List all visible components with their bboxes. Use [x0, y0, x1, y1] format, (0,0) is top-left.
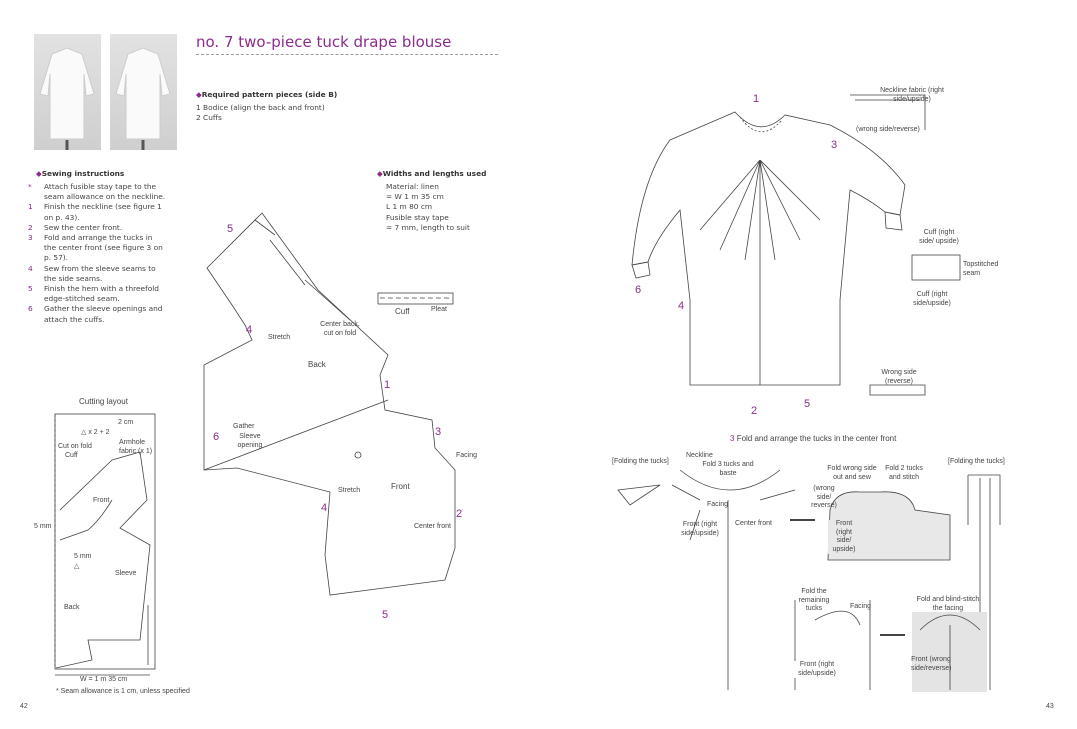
pattern-label: Gather — [233, 423, 255, 430]
cuff-pattern — [377, 292, 454, 305]
required-heading: Required pattern pieces (side B) — [196, 90, 338, 99]
pattern-label: Stretch — [338, 487, 361, 494]
sewing-instructions: Sewing instructions *Attach fusible stay… — [28, 169, 166, 325]
widths-line: = 7 mm, length to suit — [386, 222, 470, 232]
cutting-layout-heading: Cutting layout — [79, 397, 128, 406]
photo-blouse-back — [110, 34, 177, 150]
step3-label: Fold the remaining tucks — [798, 588, 830, 612]
step3-label: Facing — [707, 501, 729, 508]
photo-blouse-front — [34, 34, 101, 150]
cutting-label: Armhole fabric (x 1) — [119, 439, 153, 455]
cutting-label: Sleeve — [115, 570, 137, 577]
page-number-left: 42 — [20, 703, 28, 710]
step3-heading: 3 Fold and arrange the tucks in the cent… — [730, 434, 897, 443]
title-divider — [196, 54, 498, 55]
cutting-label: Back — [64, 604, 80, 611]
step3-label: Center front — [735, 520, 772, 527]
widths-line: Material: linen — [386, 182, 439, 191]
cutting-label: Cut on fold — [58, 443, 92, 450]
step3-label: Fold 3 tucks and baste — [702, 461, 754, 477]
pattern-step-number: 3 — [435, 426, 442, 438]
widths-lengths: Widths and lengths used Material: linen … — [377, 169, 487, 233]
figure-step-number: 2 — [751, 405, 758, 417]
required-item: 1 Bodice (align the back and front) — [196, 103, 325, 112]
step3-label: Neckline — [686, 452, 713, 459]
sewing-heading: Sewing instructions — [36, 169, 166, 178]
sewing-step: *Attach fusible stay tape to the seam al… — [28, 182, 166, 202]
bodice-pattern-outline — [203, 212, 456, 596]
pattern-label: Center front — [414, 523, 451, 530]
cutting-label: 5 mm — [34, 523, 52, 530]
step3-label: Facing — [850, 603, 872, 610]
cutting-label: Cuff — [65, 452, 78, 459]
pattern-label: Facing — [456, 452, 478, 459]
figure-label: Topstitched seam — [963, 261, 999, 277]
required-item: 2 Cuffs — [196, 113, 222, 123]
pattern-label: Cuff — [395, 307, 410, 316]
pattern-label: Front — [391, 482, 410, 491]
pattern-label: Sleeve opening — [237, 433, 263, 449]
page-title: no. 7 two-piece tuck drape blouse — [196, 33, 452, 51]
pattern-step-number: 1 — [384, 379, 391, 391]
figure-label: Cuff (right side/upside) — [913, 291, 951, 307]
widths-line: = W 1 m 35 cm — [386, 192, 444, 202]
step3-label: Fold 2 tucks and stitch — [885, 465, 923, 481]
pattern-label: Center back, cut on fold — [320, 321, 360, 337]
blouse-illustration — [631, 111, 906, 386]
step3-label: [Folding the tucks] — [612, 458, 669, 465]
cutting-label: 5 mm — [74, 553, 92, 560]
step3-label: (wrong side/ reverse) — [811, 485, 837, 509]
figure-step-number: 5 — [804, 398, 811, 410]
figure-label: (wrong side/reverse) — [856, 126, 920, 133]
pattern-label: Pleat — [431, 306, 447, 313]
step3-label: Front (wrong side/reverse) — [911, 656, 952, 672]
widths-line: L 1 m 80 cm — [386, 202, 433, 212]
step3-label: [Folding the tucks] — [948, 458, 1005, 465]
figure-label: Neckline fabric (right side/upside) — [880, 87, 944, 103]
pattern-step-number: 6 — [213, 431, 220, 443]
cutting-label: △ — [74, 563, 80, 570]
cutting-label: △ x 2 + 2 — [81, 429, 110, 436]
pattern-step-number: 4 — [246, 324, 253, 336]
pattern-label: Back — [308, 360, 326, 369]
page-number-right: 43 — [1046, 703, 1054, 710]
widths-heading: Widths and lengths used — [377, 169, 487, 178]
pattern-step-number: 5 — [382, 609, 389, 621]
pattern-step-number: 5 — [227, 223, 234, 235]
pattern-step-number: 2 — [456, 508, 463, 520]
figure-step-number: 3 — [831, 139, 838, 151]
figure-label: Wrong side (reverse) — [881, 369, 917, 385]
figure-label: Cuff (right side/ upside) — [919, 229, 959, 245]
pattern-label: Stretch — [268, 334, 291, 341]
step3-label: Front (right side/upside) — [788, 661, 846, 678]
step3-label: Front (right side/upside) — [681, 521, 719, 537]
seam-allowance-note: * Seam allowance is 1 cm, unless specifi… — [56, 688, 190, 695]
widths-line: Fusible stay tape — [386, 212, 449, 222]
figure-step-number: 6 — [635, 284, 642, 296]
figure-step-number: 1 — [753, 93, 760, 105]
step3-label: Front (right side/ upside) — [828, 520, 860, 554]
cutting-width: W = 1 m 35 cm — [78, 676, 130, 685]
step3-label: Fold and blind-stitch the facing — [916, 596, 980, 612]
cutting-label: Front — [93, 497, 110, 504]
cutting-label: 2 cm — [118, 419, 134, 426]
required-pieces: Required pattern pieces (side B) 1 Bodic… — [196, 90, 337, 123]
pattern-step-number: 4 — [321, 502, 328, 514]
step3-label: Fold wrong side out and sew — [827, 465, 877, 481]
figure-step-number: 4 — [678, 300, 685, 312]
